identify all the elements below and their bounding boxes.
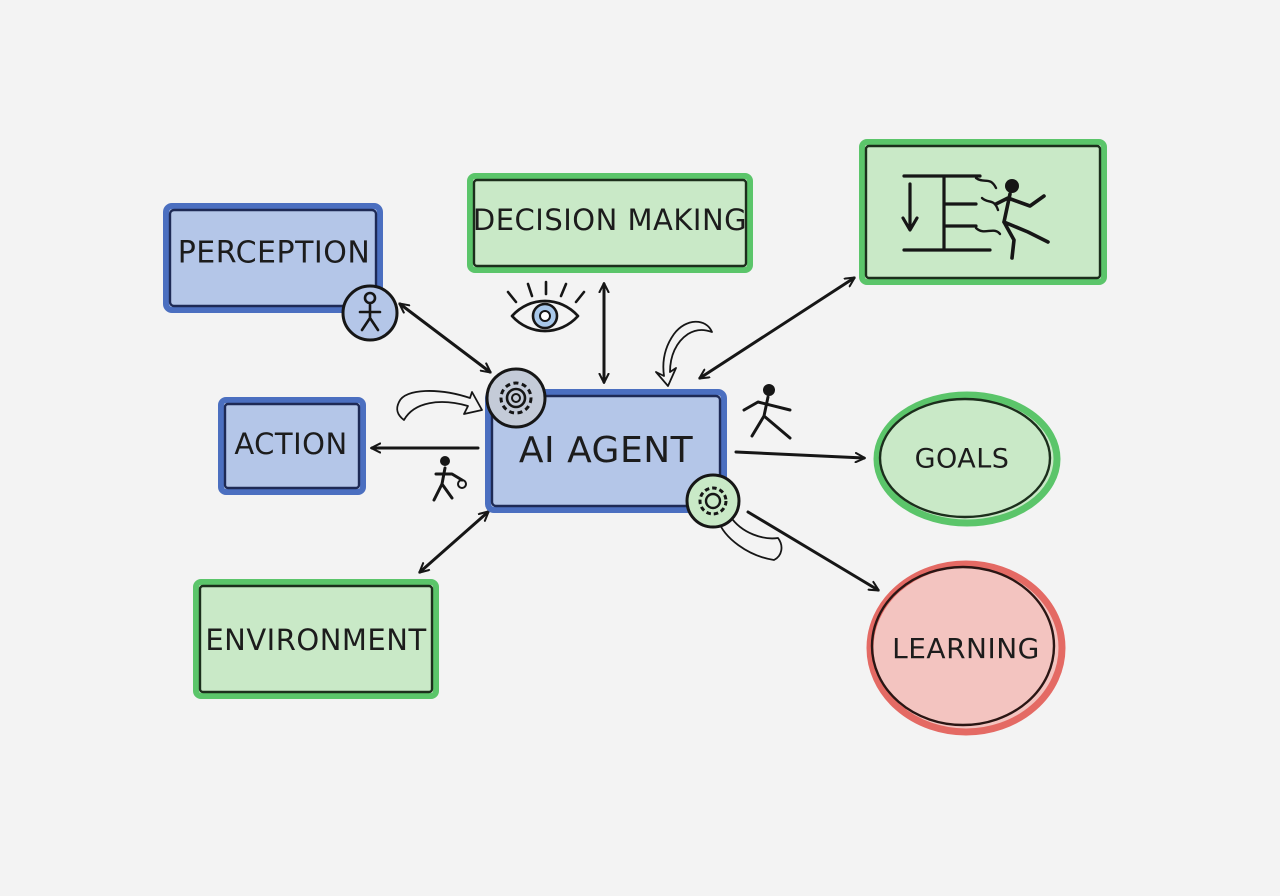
eye-icon [506, 280, 586, 333]
walking-person-icon-right [742, 384, 792, 440]
learning-label: LEARNING [892, 632, 1040, 665]
connectors [372, 278, 878, 592]
action-label: ACTION [234, 427, 347, 461]
decision-making-node[interactable]: DECISION MAKING [467, 173, 753, 273]
perception-label: PERCEPTION [178, 236, 371, 271]
arrow-agent-goals [734, 450, 864, 458]
environment-label: ENVIRONMENT [205, 623, 426, 657]
curved-arrow-right [655, 320, 713, 387]
decision-making-label: DECISION MAKING [473, 203, 747, 237]
curved-arrow-top [396, 390, 483, 421]
goals-label: GOALS [915, 444, 1010, 475]
ai-agent-node[interactable]: AI AGENT [485, 389, 727, 513]
walking-person-icon [432, 456, 467, 502]
environment-node[interactable]: ENVIRONMENT [193, 579, 439, 699]
arrow-agent-learning [746, 510, 878, 592]
gear-icon-secondary [685, 473, 741, 529]
gear-icon [485, 367, 547, 429]
action-node[interactable]: ACTION [218, 397, 366, 495]
arrow-perception-agent [400, 304, 490, 372]
curved-arrow-bottom [717, 515, 783, 561]
running-exit-icon [901, 174, 1050, 260]
ai-agent-label: AI AGENT [519, 430, 694, 471]
exit-node[interactable] [859, 139, 1107, 285]
arrow-agent-exit-box [700, 278, 854, 378]
arrow-agent-environment [420, 512, 488, 572]
goals-node[interactable]: GOALS [873, 391, 1061, 527]
learning-node[interactable]: LEARNING [866, 560, 1066, 736]
perception-node[interactable]: PERCEPTION [163, 203, 399, 342]
person-icon [341, 284, 399, 342]
